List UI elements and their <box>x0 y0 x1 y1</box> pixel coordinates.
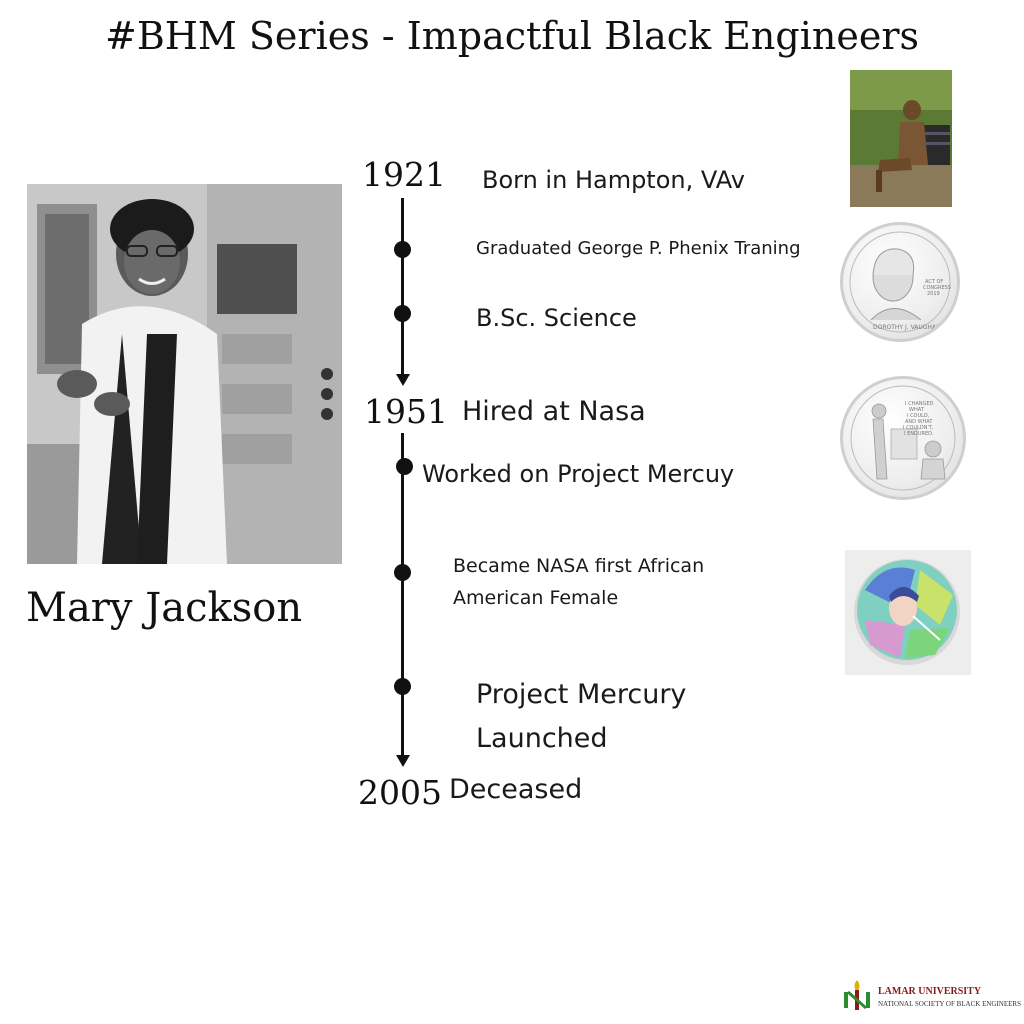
year-1951: 1951 <box>364 392 448 431</box>
coin2-text-1: I CHANGED <box>905 401 934 407</box>
coin1-name: DOROTHY J. VAUGHAN <box>873 324 941 331</box>
footer-university: LAMAR UNIVERSITY <box>878 986 982 997</box>
year-1921: 1921 <box>362 155 446 194</box>
year-2005: 2005 <box>358 773 442 812</box>
coin1-text-3: 2019 <box>927 291 940 297</box>
event-mercury-launched-line1: Project Mercury <box>476 679 687 710</box>
nsbe-logo-icon <box>840 978 874 1014</box>
timeline-line-2 <box>401 433 404 757</box>
timeline-arrow-1 <box>396 374 410 386</box>
timeline-dot <box>394 678 411 695</box>
event-graduated: Graduated George P. Phenix Traning <box>476 238 801 259</box>
timeline-dot <box>396 458 413 475</box>
event-first-female-line2: American Female <box>453 587 619 609</box>
mary-jackson-photo <box>27 184 342 564</box>
person-name: Mary Jackson <box>26 585 303 631</box>
event-project-mercury-work: Worked on Project Mercuy <box>422 460 735 488</box>
timeline-dot <box>394 305 411 322</box>
page-title: #BHM Series - Impactful Black Engineers <box>105 14 919 58</box>
timeline-line-1 <box>401 198 404 376</box>
coin1-text-1: ACT OF <box>925 279 943 285</box>
event-deceased: Deceased <box>449 774 583 805</box>
coin2-text-6: I ENDURED. <box>904 431 934 437</box>
coin-dorothy-vaughan: ACT OF CONGRESS 2019 DOROTHY J. VAUGHAN <box>840 222 960 342</box>
coin2-text-2: WHAT <box>909 407 925 413</box>
event-bsc: B.Sc. Science <box>476 304 637 332</box>
event-born: Born in Hampton, VAv <box>482 166 745 194</box>
coin-hidden-figures: I CHANGED WHAT I COULD, AND WHAT I COULD… <box>840 376 966 500</box>
coin2-text-4: AND WHAT <box>905 419 933 425</box>
portrait-button <box>845 550 971 675</box>
statue-photo <box>850 70 952 207</box>
footer-society: NATIONAL SOCIETY OF BLACK ENGINEERS <box>878 1000 1021 1008</box>
coin1-text-2: CONGRESS <box>923 285 951 291</box>
event-first-female-line1: Became NASA first African <box>453 555 705 577</box>
event-hired: Hired at Nasa <box>462 396 646 427</box>
coin2-text-5: I COULDN'T, <box>903 425 934 431</box>
timeline-dot <box>394 564 411 581</box>
timeline-arrow-2 <box>396 755 410 767</box>
timeline-dot <box>394 241 411 258</box>
coin2-text-3: I COULD, <box>907 413 930 419</box>
event-mercury-launched-line2: Launched <box>476 723 608 754</box>
